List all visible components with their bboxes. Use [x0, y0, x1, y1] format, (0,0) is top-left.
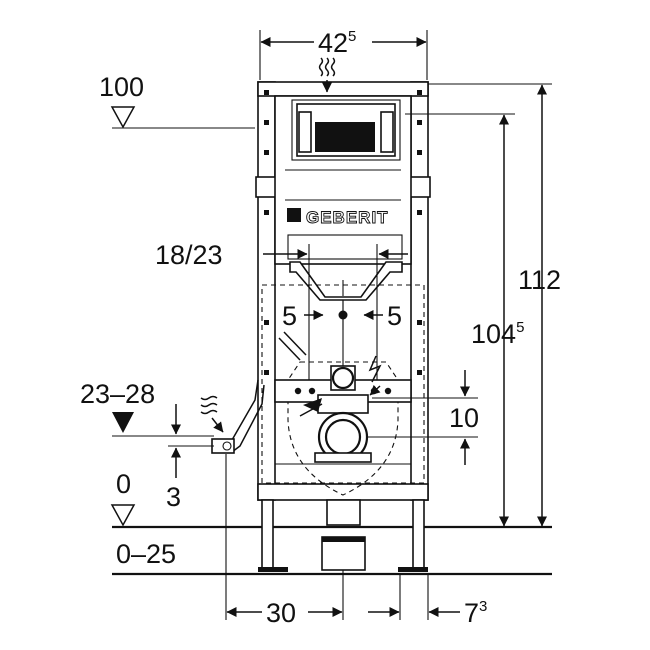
connection-offset-label: 3: [166, 482, 181, 512]
cistern: GEBERIT: [274, 95, 412, 301]
water-connection-arrow-icon: [299, 398, 323, 417]
right-foot-plate: [398, 567, 428, 572]
flush-actuator: [315, 122, 375, 152]
top-water-supply-wavy-icon: [318, 57, 336, 93]
brand-name: GEBERIT: [306, 208, 389, 227]
level-23-28-triangle-icon: [112, 412, 134, 433]
pan-outline: [261, 284, 425, 484]
drain-clamp: [314, 452, 372, 463]
reference-lines: [112, 127, 552, 576]
geberit-logo-icon: [287, 208, 301, 222]
electric-supply-lightning-icon: [368, 355, 382, 396]
offset-right-label: 5: [387, 301, 402, 331]
width-top-label: 425: [318, 28, 356, 58]
flush-plate-left-clip: [298, 111, 312, 153]
height-104-label: 1045: [471, 319, 524, 349]
flush-spacing-label: 18/23: [155, 240, 223, 270]
right-wall-bracket: [408, 176, 431, 198]
bottom-crossbar: [257, 483, 429, 501]
left-foot: [261, 499, 274, 571]
flush-plate-opening: [291, 99, 401, 161]
waste-pipe-upper: [326, 499, 361, 526]
supply-symbols: [200, 57, 382, 433]
height-112-label: 112: [518, 265, 561, 295]
floor-range-label: 0–25: [116, 539, 176, 569]
drain-bend-inner: [324, 418, 362, 456]
water-supply-block: [317, 394, 369, 414]
flush-pipe-circle: [331, 366, 355, 390]
left-wall-bracket: [255, 176, 278, 198]
dimension-labels: 425 100 112 1045 18/23 5 5 23–28 10 3 0 …: [80, 28, 561, 628]
bottom-left-label: 30: [266, 598, 296, 628]
top-crossbar: [257, 81, 429, 97]
level-symbols: [110, 106, 136, 527]
level-100-triangle-icon: [110, 106, 136, 129]
offset-left-label: 5: [282, 301, 297, 331]
level-zero-label: 0: [116, 469, 131, 499]
bottom-right-label: 73: [464, 598, 487, 628]
level-100-label: 100: [99, 72, 144, 102]
left-foot-plate: [258, 567, 288, 572]
dimension-lines: [112, 30, 552, 620]
drain-offset-label: 10: [449, 403, 479, 433]
installation-frame: [255, 81, 431, 572]
level-0-triangle-icon: [110, 504, 136, 527]
side-supply-pipe: [225, 379, 259, 447]
right-foot: [412, 499, 425, 571]
left-upright: [257, 81, 276, 501]
side-water-supply-wavy-icon: [200, 395, 224, 433]
flush-pipe-outlet: [330, 365, 356, 391]
cistern-outlet-funnel: [289, 261, 403, 301]
waste-pipe-lower: [321, 536, 366, 571]
flush-plate-right-clip: [380, 111, 394, 153]
connection-range-label: 23–28: [80, 379, 155, 409]
pan-contour: [287, 361, 399, 496]
